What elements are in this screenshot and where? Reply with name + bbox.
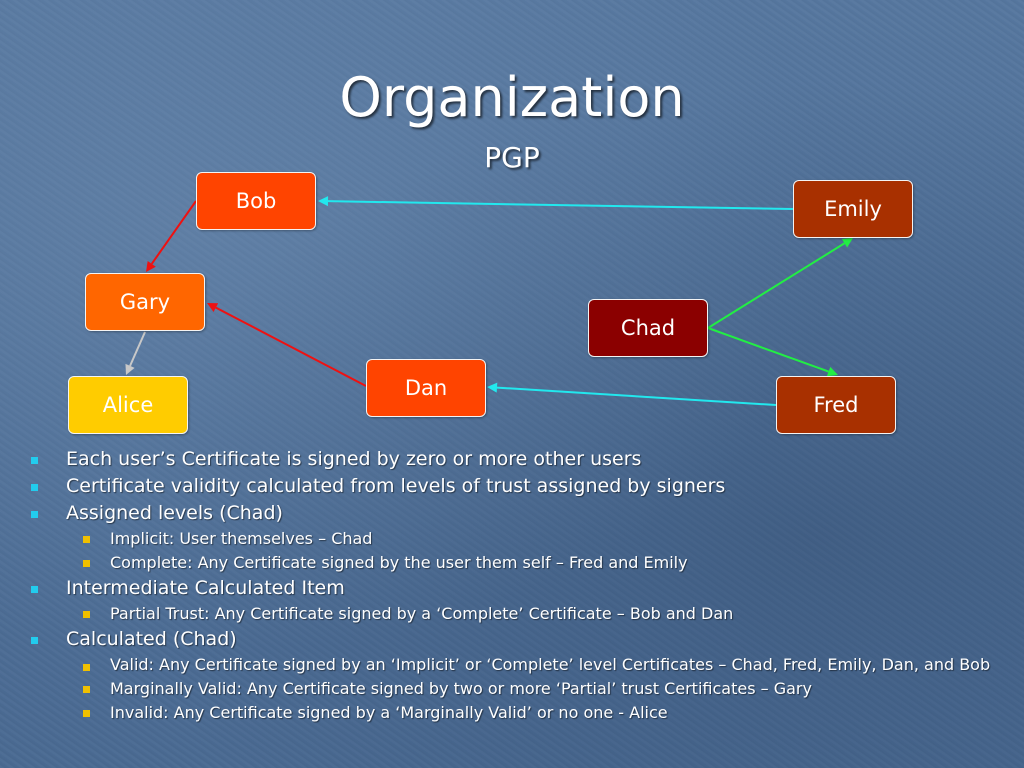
arrowhead-icon bbox=[826, 366, 838, 377]
bullet-item: Certificate validity calculated from lev… bbox=[28, 473, 1008, 500]
sub-bullet-item: Implicit: User themselves – Chad bbox=[28, 527, 1008, 551]
bullet-item: Each user’s Certificate is signed by zer… bbox=[28, 446, 1008, 473]
edge-line bbox=[327, 200, 794, 210]
sub-bullet-text: Partial Trust: Any Certificate signed by… bbox=[110, 604, 734, 623]
edge-chad-to-fred bbox=[707, 327, 838, 377]
sub-bullet-item: Invalid: Any Certificate signed by a ‘Ma… bbox=[28, 701, 1008, 725]
arrowhead-icon bbox=[146, 260, 156, 272]
edge-line bbox=[707, 242, 846, 329]
slide-title: Organization bbox=[339, 66, 685, 129]
sub-bullet-square-icon bbox=[83, 664, 90, 671]
node-dan-label: Dan bbox=[404, 376, 448, 400]
sub-bullet-item: Partial Trust: Any Certificate signed by… bbox=[28, 602, 1008, 626]
node-gary-label: Gary bbox=[119, 290, 171, 314]
bullet-item: Calculated (Chad) bbox=[28, 626, 1008, 653]
bullet-text: Calculated (Chad) bbox=[66, 628, 237, 650]
node-emily-label: Emily bbox=[824, 197, 882, 221]
arrowhead-icon bbox=[841, 238, 853, 248]
arrowhead-icon bbox=[125, 363, 135, 375]
bullet-square-icon bbox=[31, 511, 38, 518]
sub-bullet-item: Complete: Any Certificate signed by the … bbox=[28, 551, 1008, 575]
sub-bullet-square-icon bbox=[83, 686, 90, 693]
node-chad: Chad bbox=[588, 299, 708, 357]
node-fred: Fred bbox=[776, 376, 896, 434]
node-alice: Alice bbox=[68, 376, 188, 434]
edge-line bbox=[707, 327, 829, 373]
edge-layer bbox=[125, 196, 853, 406]
sub-bullet-square-icon bbox=[83, 710, 90, 717]
arrowhead-icon bbox=[487, 382, 498, 393]
edge-emily-to-bob bbox=[318, 196, 794, 210]
edge-dan-to-gary bbox=[207, 303, 367, 387]
sub-bullet-square-icon bbox=[83, 560, 90, 567]
node-chad-label: Chad bbox=[620, 316, 676, 340]
sub-bullet-text: Implicit: User themselves – Chad bbox=[110, 529, 373, 548]
edge-line bbox=[215, 306, 367, 387]
edge-fred-to-dan bbox=[487, 382, 777, 406]
node-bob: Bob bbox=[196, 172, 316, 230]
edge-chad-to-emily bbox=[707, 238, 853, 329]
bullet-text: Certificate validity calculated from lev… bbox=[66, 475, 726, 497]
sub-bullet-square-icon bbox=[83, 536, 90, 543]
bullet-text: Each user’s Certificate is signed by zer… bbox=[66, 448, 642, 470]
sub-bullet-text: Marginally Valid: Any Certificate signed… bbox=[110, 679, 812, 698]
node-gary: Gary bbox=[85, 273, 205, 331]
sub-bullet-item: Marginally Valid: Any Certificate signed… bbox=[28, 677, 1008, 701]
slide-subtitle: PGP bbox=[484, 141, 540, 174]
bullet-square-icon bbox=[31, 484, 38, 491]
bullet-list: Each user’s Certificate is signed by zer… bbox=[28, 446, 1008, 725]
node-dan: Dan bbox=[366, 359, 486, 417]
bullet-square-icon bbox=[31, 457, 38, 464]
edge-line bbox=[496, 386, 777, 406]
bullet-item: Assigned levels (Chad) bbox=[28, 500, 1008, 527]
bullet-square-icon bbox=[31, 637, 38, 644]
sub-bullet-text: Invalid: Any Certificate signed by a ‘Ma… bbox=[110, 703, 668, 722]
bullet-text: Assigned levels (Chad) bbox=[66, 502, 283, 524]
node-fred-label: Fred bbox=[813, 393, 859, 417]
sub-bullet-item: Valid: Any Certificate signed by an ‘Imp… bbox=[28, 655, 1008, 674]
bullet-square-icon bbox=[31, 586, 38, 593]
bullet-text: Intermediate Calculated Item bbox=[66, 577, 345, 599]
arrowhead-icon bbox=[318, 196, 329, 207]
node-alice-label: Alice bbox=[102, 393, 154, 417]
sub-bullet-text: Valid: Any Certificate signed by an ‘Imp… bbox=[110, 655, 991, 674]
edge-line bbox=[150, 200, 197, 265]
sub-bullet-square-icon bbox=[83, 611, 90, 618]
edge-line bbox=[129, 331, 146, 367]
bullet-item: Intermediate Calculated Item bbox=[28, 575, 1008, 602]
edge-bob-to-gary bbox=[146, 200, 197, 272]
node-bob-label: Bob bbox=[235, 189, 277, 213]
node-emily: Emily bbox=[793, 180, 913, 238]
edge-gary-to-alice bbox=[125, 331, 146, 375]
arrowhead-icon bbox=[207, 303, 219, 313]
sub-bullet-text: Complete: Any Certificate signed by the … bbox=[110, 553, 688, 572]
